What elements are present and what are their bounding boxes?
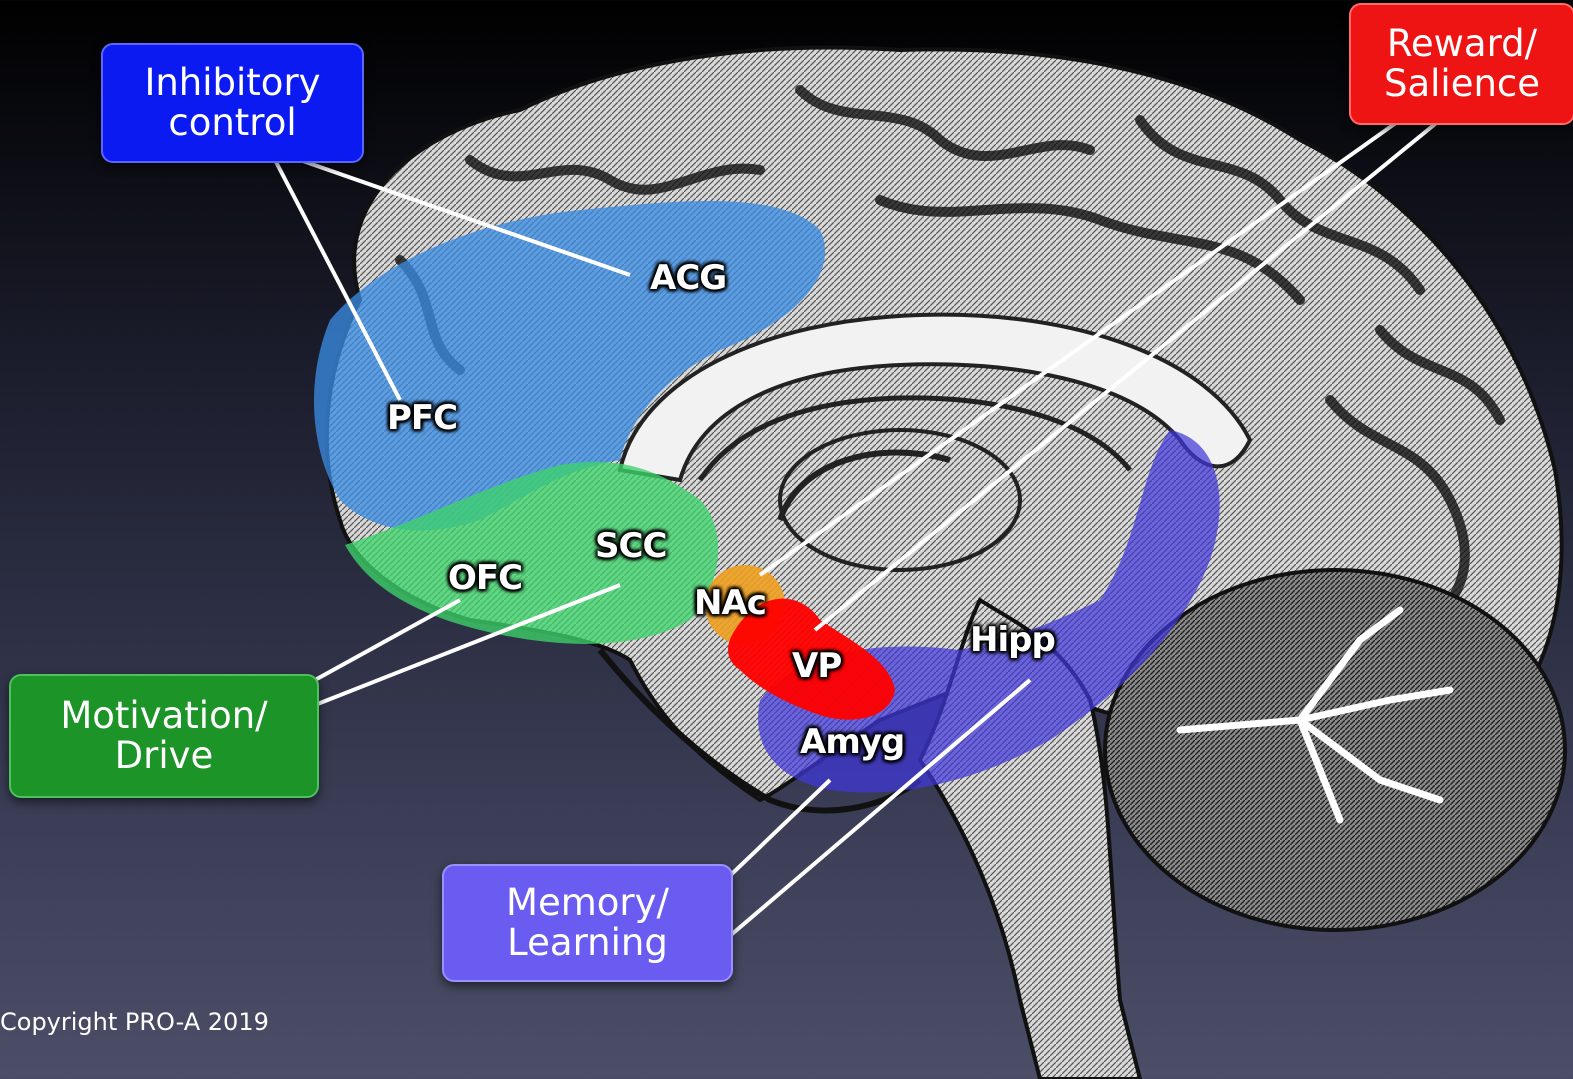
motivation-drive-callout: Motivation/ Drive (9, 674, 319, 798)
memory-learning-callout: Memory/ Learning (442, 864, 733, 982)
label-amyg: Amyg (800, 722, 904, 762)
label-hipp: Hipp (970, 620, 1055, 660)
inhibitory-line2: control (168, 103, 296, 143)
label-scc: SCC (595, 526, 666, 566)
memory-line2: Learning (507, 923, 668, 963)
copyright-notice: Copyright PRO-A 2019 (0, 1008, 269, 1036)
inhibitory-control-callout: Inhibitory control (101, 43, 364, 163)
memory-line1: Memory/ (506, 883, 669, 923)
inhibitory-line1: Inhibitory (144, 63, 320, 103)
motivation-line1: Motivation/ (60, 696, 267, 736)
label-acg: ACG (650, 258, 726, 298)
label-nac: NAc (694, 583, 766, 623)
label-pfc: PFC (387, 398, 457, 438)
label-vp: VP (792, 646, 841, 686)
reward-line2: Salience (1384, 64, 1540, 104)
label-ofc: OFC (448, 558, 522, 598)
reward-salience-callout: Reward/ Salience (1349, 3, 1573, 125)
reward-line1: Reward/ (1387, 24, 1537, 64)
motivation-line2: Drive (115, 736, 214, 776)
